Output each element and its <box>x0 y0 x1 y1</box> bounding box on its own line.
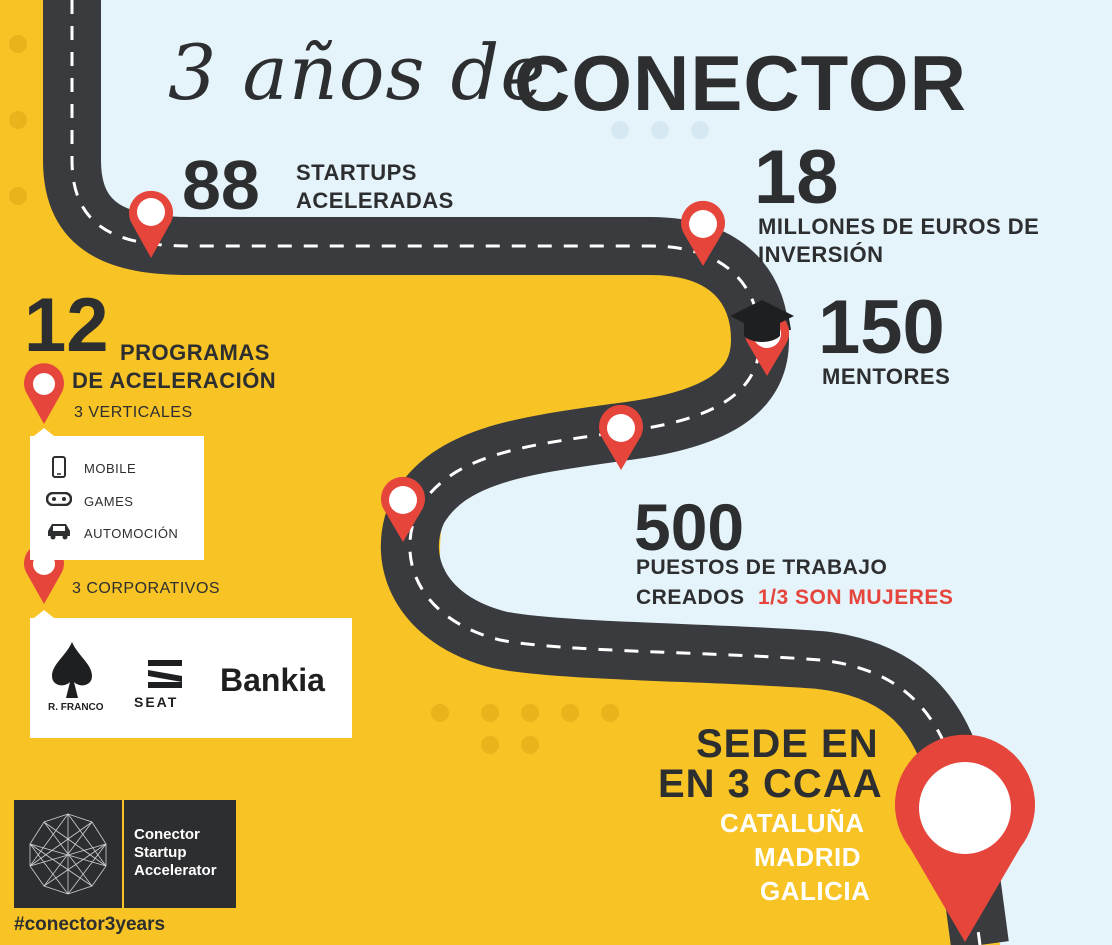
car-icon <box>48 524 70 540</box>
mobile-phone-icon <box>52 456 66 478</box>
vertical-automotion: AUTOMOCIÓN <box>84 526 179 541</box>
pin-startups <box>129 190 174 258</box>
rfranco-logo-icon <box>52 642 92 698</box>
decorative-dots <box>9 35 619 754</box>
vertical-mobile: MOBILE <box>84 461 137 476</box>
brand-name-box: Conector Startup Accelerator <box>124 800 236 908</box>
jobs-number: 500 <box>634 490 745 564</box>
jobs-highlight: 1/3 SON MUJERES <box>758 586 954 609</box>
corporate-seat: SEAT <box>134 694 179 710</box>
startups-label-1: STARTUPS <box>296 160 417 185</box>
seat-logo-icon <box>148 660 182 688</box>
network-polygon-icon <box>29 813 107 895</box>
locations-line-2: EN 3 CCAA <box>658 762 883 806</box>
investment-label-1: MILLONES DE EUROS DE <box>758 214 1040 239</box>
pin-investment <box>680 200 726 266</box>
programs-number: 12 <box>24 283 109 368</box>
brand-line-3: Accelerator <box>134 862 217 879</box>
mentors-number: 150 <box>818 285 945 370</box>
corporates-title: 3 CORPORATIVOS <box>72 580 221 597</box>
brand-emblem <box>14 800 122 908</box>
pin-jobs <box>381 476 425 542</box>
brand-line-1: Conector <box>134 826 200 843</box>
box-pointer-verticals <box>34 428 54 436</box>
pin-programs <box>23 363 64 424</box>
vertical-games: GAMES <box>84 494 134 509</box>
brand-line-2: Startup <box>134 844 187 861</box>
box-pointer-corporates <box>34 610 54 618</box>
region-cataluna: CATALUÑA <box>720 808 865 838</box>
startups-number: 88 <box>182 146 260 224</box>
pin-headquarters <box>895 734 1035 942</box>
corporates-box: R. FRANCO SEAT Bankia <box>30 618 352 738</box>
hashtag: #conector3years <box>14 914 166 935</box>
graduation-cap-icon <box>730 300 794 342</box>
region-madrid: MADRID <box>754 842 861 872</box>
locations-line-1: SEDE EN <box>696 722 879 766</box>
jobs-label-1: PUESTOS DE TRABAJO <box>636 556 888 579</box>
pin-road-middle <box>599 404 643 470</box>
verticals-box: MOBILE GAMES AUTOMOCIÓN <box>30 436 204 560</box>
title-main: CONECTOR <box>514 39 967 127</box>
investment-number: 18 <box>754 135 839 220</box>
road-center-line <box>70 0 982 945</box>
gamepad-icon <box>46 492 72 506</box>
region-galicia: GALICIA <box>760 876 871 906</box>
verticals-title: 3 VERTICALES <box>74 404 193 421</box>
corporate-bankia: Bankia <box>220 662 325 698</box>
corporate-rfranco: R. FRANCO <box>48 702 104 713</box>
jobs-label-2: CREADOS <box>636 586 745 609</box>
decorative-dots-blue <box>611 121 709 139</box>
startups-label-2: ACELERADAS <box>296 188 454 213</box>
programs-label-2: DE ACELERACIÓN <box>72 368 277 393</box>
programs-label-1: PROGRAMAS <box>120 340 270 365</box>
mentors-label: MENTORES <box>822 364 951 389</box>
title-script: 3 años de <box>168 28 547 117</box>
investment-label-2: INVERSIÓN <box>758 242 884 267</box>
